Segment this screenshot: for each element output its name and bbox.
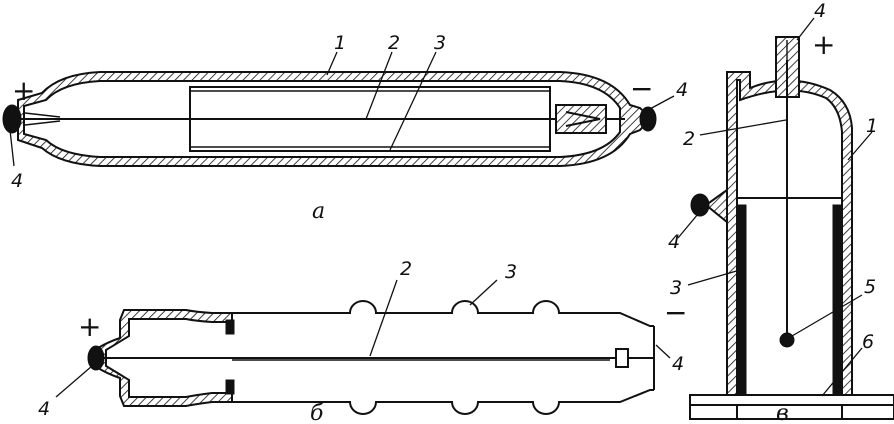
view-a-minus-sign: − <box>630 72 653 105</box>
view-a-lead-taper-top <box>24 112 61 118</box>
view-a-terminal-right <box>639 106 657 132</box>
view-b-leader-4-right <box>655 344 671 359</box>
view-b-label-4-left: 4 <box>38 398 50 420</box>
view-c-leader-6 <box>821 347 863 397</box>
view-b-label-2: 2 <box>400 258 412 280</box>
view-c-minus-sign: − <box>664 296 687 329</box>
view-a-label-3: 3 <box>434 32 446 54</box>
view-c-base-block <box>689 404 894 420</box>
view-c-leader-1 <box>847 131 873 161</box>
view-b-insulator <box>615 348 629 368</box>
view-a-label-1: 1 <box>334 32 346 54</box>
view-b-body-bottom <box>232 389 654 415</box>
view-b-caption: б <box>310 401 324 424</box>
view-c-label-3: 3 <box>670 277 682 299</box>
view-a: + − 1 2 3 4 4 а <box>2 32 688 224</box>
view-a-lead-taper-bottom <box>24 120 61 126</box>
view-c-base-plate <box>689 394 894 406</box>
view-c-label-5: 5 <box>864 276 876 298</box>
view-b-body-top <box>232 300 654 327</box>
view-b-plus-sign: + <box>78 310 101 343</box>
view-c-side-terminal <box>704 188 728 225</box>
view-a-label-2: 2 <box>388 32 400 54</box>
view-b-flange-top <box>225 319 235 335</box>
view-c-leader-2 <box>699 119 787 136</box>
view-c: + − 1 2 3 4 4 5 6 в <box>664 0 894 424</box>
view-c-caption: в <box>776 401 789 424</box>
view-b-leader-2 <box>369 279 398 357</box>
view-a-terminal-left <box>2 104 22 134</box>
view-c-leader-3 <box>687 269 741 286</box>
view-c-plus-sign: + <box>812 28 835 61</box>
view-c-leader-5 <box>791 294 863 337</box>
view-a-leader-4-left <box>9 129 15 167</box>
view-a-label-4-right: 4 <box>676 79 688 101</box>
view-b-leader-4-left <box>55 365 93 398</box>
view-c-cathode-left <box>736 204 747 396</box>
view-c-label-2: 2 <box>683 128 695 150</box>
view-c-cathode-right <box>832 204 843 396</box>
view-c-label-1: 1 <box>866 115 878 137</box>
view-c-ball-electrode <box>779 332 795 348</box>
view-a-caption: а <box>312 199 325 224</box>
view-a-leader-2 <box>365 51 393 120</box>
view-a-label-4-left: 4 <box>11 170 23 192</box>
view-a-leader-4-right <box>647 95 675 111</box>
view-b-label-4-right: 4 <box>672 353 684 375</box>
view-a-plus-sign: + <box>12 74 35 107</box>
view-b-flange-bottom <box>225 379 235 395</box>
view-c-label-4-top: 4 <box>814 0 826 22</box>
view-c-label-4-side: 4 <box>668 231 680 253</box>
view-c-side-terminal-bead <box>690 193 710 217</box>
view-a-leader-3 <box>389 51 437 151</box>
view-c-label-6: 6 <box>862 331 874 353</box>
view-c-leader-4-top <box>796 17 815 41</box>
view-a-leader-1 <box>326 51 338 76</box>
view-b: + 2 3 4 4 б <box>38 258 684 424</box>
view-b-label-3: 3 <box>505 261 517 283</box>
view-b-leader-3 <box>469 279 498 306</box>
view-a-holder-arrow <box>565 111 601 127</box>
view-b-terminal-left <box>87 345 105 371</box>
view-c-leader-4-side <box>677 213 699 239</box>
